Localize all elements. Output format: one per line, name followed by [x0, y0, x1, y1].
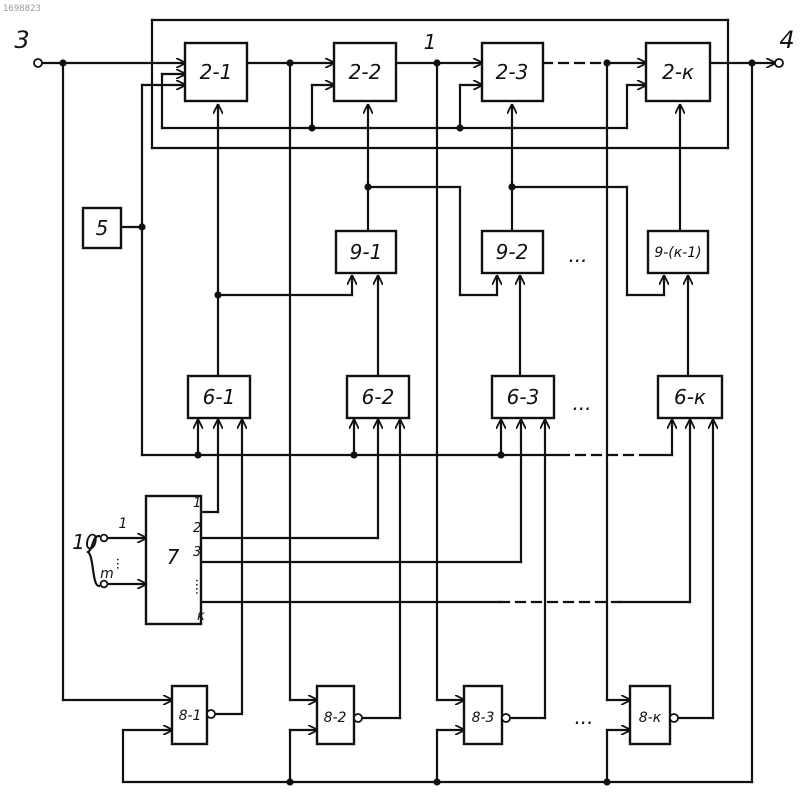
document-number: 1698823	[3, 4, 41, 14]
block-label: 6-к	[674, 385, 706, 409]
block-9-1: 9-1	[336, 231, 396, 273]
inverted-output	[354, 714, 362, 722]
label-input-first: 1	[119, 516, 128, 532]
block-label: 8-к	[639, 710, 662, 726]
label-bus: 1	[424, 30, 437, 54]
inverted-output	[502, 714, 510, 722]
decoder-outputs	[218, 105, 688, 376]
inverted-output	[670, 714, 678, 722]
block-label: 6-3	[507, 385, 540, 409]
block-label: 9-(к-1)	[654, 245, 701, 261]
output-terminal	[775, 59, 783, 67]
block-label: 2-2	[349, 60, 382, 84]
stage-taps	[290, 63, 630, 700]
ellipsis-row9: ...	[568, 243, 587, 267]
block7-output-2: 2	[193, 521, 201, 536]
block7-output-k: к	[197, 609, 205, 624]
block-7: 7	[146, 496, 201, 624]
block-6-k: 6-к	[658, 376, 722, 418]
block-label: 2-3	[496, 60, 529, 84]
block-8-3: 8-3	[464, 686, 510, 744]
block-label: 8-3	[472, 710, 495, 726]
block-label: 5	[96, 216, 109, 240]
input-terminal-first	[101, 535, 108, 542]
block-6-1: 6-1	[188, 376, 250, 418]
block-2-k: 2-к	[646, 43, 710, 101]
block-8-k: 8-к	[630, 686, 678, 744]
block-6-2: 6-2	[347, 376, 409, 418]
block-9-2: 9-2	[482, 231, 543, 273]
input-group-ellipsis: ...	[113, 558, 128, 570]
block-8-1: 8-1	[172, 686, 215, 744]
block-label: 7	[167, 545, 180, 569]
label-input: 3	[14, 26, 29, 54]
block-label: 9-2	[496, 240, 529, 264]
block-5: 5	[83, 208, 121, 248]
decoder-inputs	[198, 420, 713, 718]
block-label: 8-1	[179, 708, 202, 724]
inverted-output	[207, 710, 215, 718]
block-label: 6-2	[362, 385, 395, 409]
ellipsis-row8: ...	[574, 705, 593, 729]
block-9-k-1: 9-(к-1)	[648, 231, 708, 273]
block7-output-3: 3	[193, 545, 201, 560]
block-6-3: 6-3	[492, 376, 554, 418]
block7-output-ellipsis: ....	[192, 579, 207, 596]
block-label: 6-1	[203, 385, 236, 409]
block-2-3: 2-3	[482, 43, 543, 101]
input-terminal	[34, 59, 42, 67]
ellipsis-row6: ...	[572, 391, 591, 415]
label-input-group: 10	[72, 530, 97, 554]
block-2-2: 2-2	[334, 43, 396, 101]
block-8-2: 8-2	[317, 686, 362, 744]
block-2-1: 2-1	[185, 43, 247, 101]
block-label: 2-1	[200, 60, 233, 84]
label-input-last: m	[100, 566, 114, 582]
block7-output-1: 1	[193, 496, 201, 511]
block-label: 9-1	[350, 240, 383, 264]
label-output: 4	[779, 26, 794, 54]
block-label: 8-2	[324, 710, 347, 726]
junction-dots	[59, 59, 755, 785]
block-label: 2-к	[662, 60, 694, 84]
